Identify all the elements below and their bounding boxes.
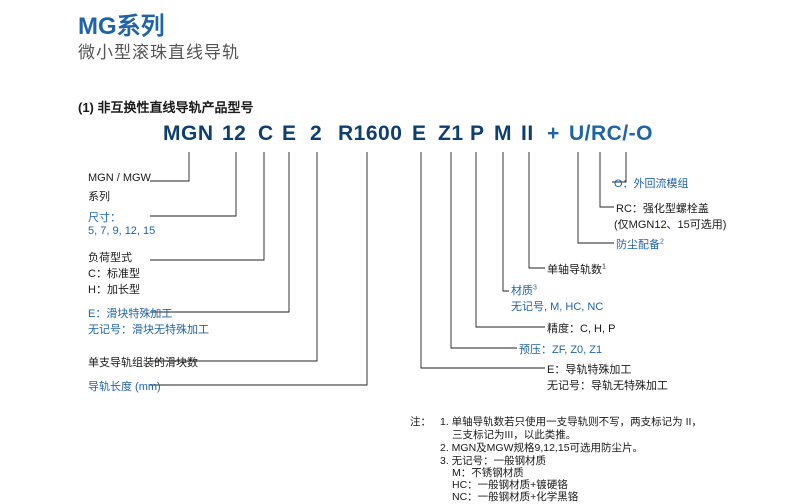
label-external-circulation: O：外回流模组: [614, 178, 689, 190]
code-material: M: [494, 122, 512, 145]
note-3-nc: NC：一般钢材质+化学黑铬: [452, 491, 579, 503]
line-preload: [450, 152, 517, 349]
note-3-m: M：不锈钢材质: [452, 467, 524, 479]
line-load: [150, 152, 265, 261]
line-o: [612, 152, 627, 183]
code-rail-length: R1600: [338, 122, 403, 145]
note-3-hc: HC：一般钢材质+镀硬铬: [452, 479, 568, 491]
code-mgn: MGN: [163, 122, 214, 145]
line-rc: [599, 152, 614, 208]
label-size-values: 5, 7, 9, 12, 15: [88, 225, 156, 237]
note-3: 3. 无记号：一般钢材质: [440, 455, 547, 467]
code-plus: +: [547, 122, 560, 145]
label-rc-cap: RC：强化型螺栓盖: [616, 203, 709, 215]
code-preload: Z1: [438, 122, 464, 145]
label-block-none: 无记号：滑块无特殊加工: [88, 324, 209, 336]
code-block-special: E: [282, 122, 297, 145]
code-block-count: 2: [310, 122, 323, 145]
label-series-code: MGN / MGW: [88, 172, 151, 184]
line-block-count: [150, 152, 318, 362]
label-load-c: C：标准型: [88, 268, 140, 280]
code-size: 12: [222, 122, 247, 145]
code-load-type: C: [258, 122, 274, 145]
label-series: 系列: [88, 191, 110, 203]
line-rails-count: [528, 152, 545, 269]
code-accessory: U/RC/-O: [569, 122, 653, 145]
notes-prefix: 注：: [410, 416, 431, 428]
line-rail-length: [150, 152, 368, 386]
label-rail-length: 导轨长度 (mm): [88, 381, 161, 393]
note-1: 1. 单轴导轨数若只使用一支导轨则不写，两支标记为 II，: [440, 416, 702, 428]
line-rail-special: [420, 152, 545, 369]
code-precision: P: [470, 122, 485, 145]
label-rail-none: 无记号：导轨无特殊加工: [547, 380, 668, 392]
label-load-h: H：加长型: [88, 284, 140, 296]
page-subtitle: 微小型滚珠直线导轨: [78, 43, 240, 62]
label-block-special: E：滑块特殊加工: [88, 308, 173, 320]
code-rails-count: II: [521, 122, 534, 145]
label-rc-note: (仅MGN12、15可选用): [614, 219, 727, 231]
code-rail-special: E: [412, 122, 427, 145]
label-size: 尺寸：: [88, 212, 121, 224]
label-material-values: 无记号, M, HC, NC: [511, 301, 604, 313]
label-dust-protection: 防尘配备2: [616, 238, 664, 251]
label-block-count: 单支导轨组装的滑块数: [88, 357, 198, 369]
line-series: [150, 152, 190, 182]
line-size: [150, 152, 237, 217]
line-block-special: [150, 152, 290, 313]
line-precision: [475, 152, 545, 328]
note-2: 2. MGN及MGW规格9,12,15可选用防尘片。: [440, 442, 644, 454]
label-load-type: 负荷型式: [88, 252, 132, 264]
page-title: MG系列: [78, 13, 165, 40]
label-rails-count: 单轴导轨数1: [547, 263, 606, 276]
section-heading: (1) 非互换性直线导轨产品型号: [78, 100, 254, 115]
line-material: [502, 152, 509, 292]
line-dust: [577, 152, 614, 244]
label-precision: 精度：C, H, P: [547, 323, 616, 335]
label-material: 材质3: [511, 284, 537, 297]
label-rail-special: E：导轨特殊加工: [547, 364, 632, 376]
note-1-cont: 三支标记为III，以此类推。: [452, 429, 577, 441]
label-preload: 预压：ZF, Z0, Z1: [519, 344, 603, 356]
